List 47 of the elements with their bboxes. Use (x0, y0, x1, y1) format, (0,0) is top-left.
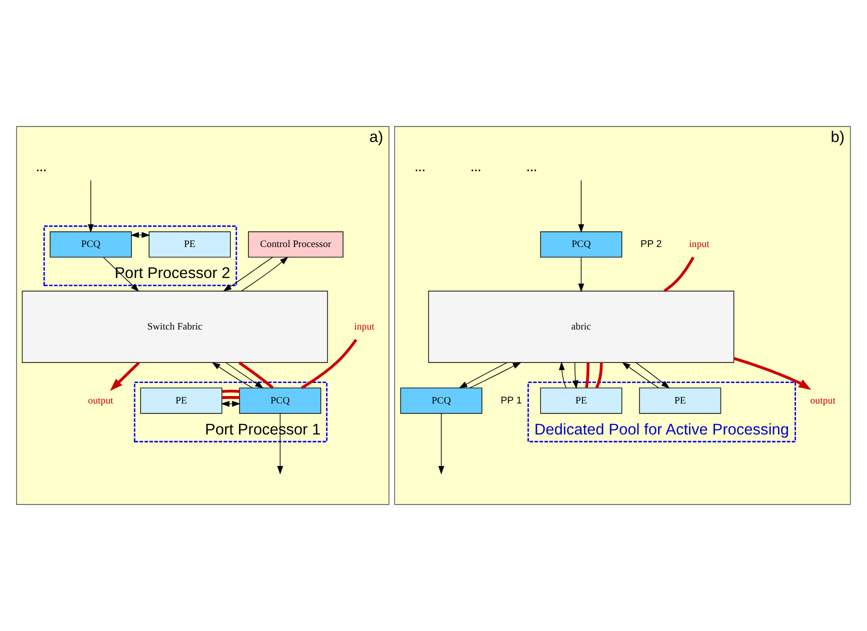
connector (222, 396, 240, 399)
connector (585, 362, 590, 388)
node-box: PE (639, 388, 722, 414)
node-box: PCQ (400, 388, 482, 414)
arrow (622, 362, 660, 388)
arrow (110, 362, 140, 391)
label: ... (414, 158, 426, 175)
arrow (734, 357, 812, 390)
node-box: PCQ (239, 388, 322, 414)
arrow (277, 413, 284, 474)
node-text: output (88, 395, 114, 406)
arrow (88, 180, 94, 233)
node-label: PP 1 (500, 395, 522, 406)
arrow (458, 362, 508, 388)
label: ... (470, 158, 482, 175)
arrow (572, 362, 578, 389)
arrow (558, 362, 566, 388)
connector (664, 256, 694, 292)
connector (595, 362, 603, 388)
connector (300, 338, 358, 390)
node-text: input (354, 321, 374, 332)
node-box: abric (428, 290, 734, 363)
node-box: Switch Fabric (22, 290, 328, 363)
label: ... (36, 158, 47, 175)
arrow (130, 232, 150, 238)
arrow (578, 257, 584, 292)
node-box: PCQ (540, 231, 622, 258)
arrow (470, 362, 522, 388)
connector (238, 362, 274, 389)
arrow (220, 400, 241, 407)
arrow (226, 362, 264, 388)
connector (222, 390, 240, 393)
arrow (578, 180, 584, 233)
node-box: PE (540, 388, 622, 414)
node-box: PE (140, 388, 222, 414)
node-text: input (689, 239, 710, 250)
node-box: PE (148, 231, 231, 258)
arrow (212, 362, 253, 388)
node-box: PCQ (50, 231, 132, 258)
node-label: PP 2 (640, 239, 662, 250)
node-text: output (810, 395, 836, 406)
arrow (438, 413, 444, 474)
label: ... (526, 158, 538, 175)
arrow (636, 362, 670, 389)
node-box: Control Processor (248, 231, 344, 258)
arrow (223, 256, 273, 292)
arrow (241, 256, 288, 292)
